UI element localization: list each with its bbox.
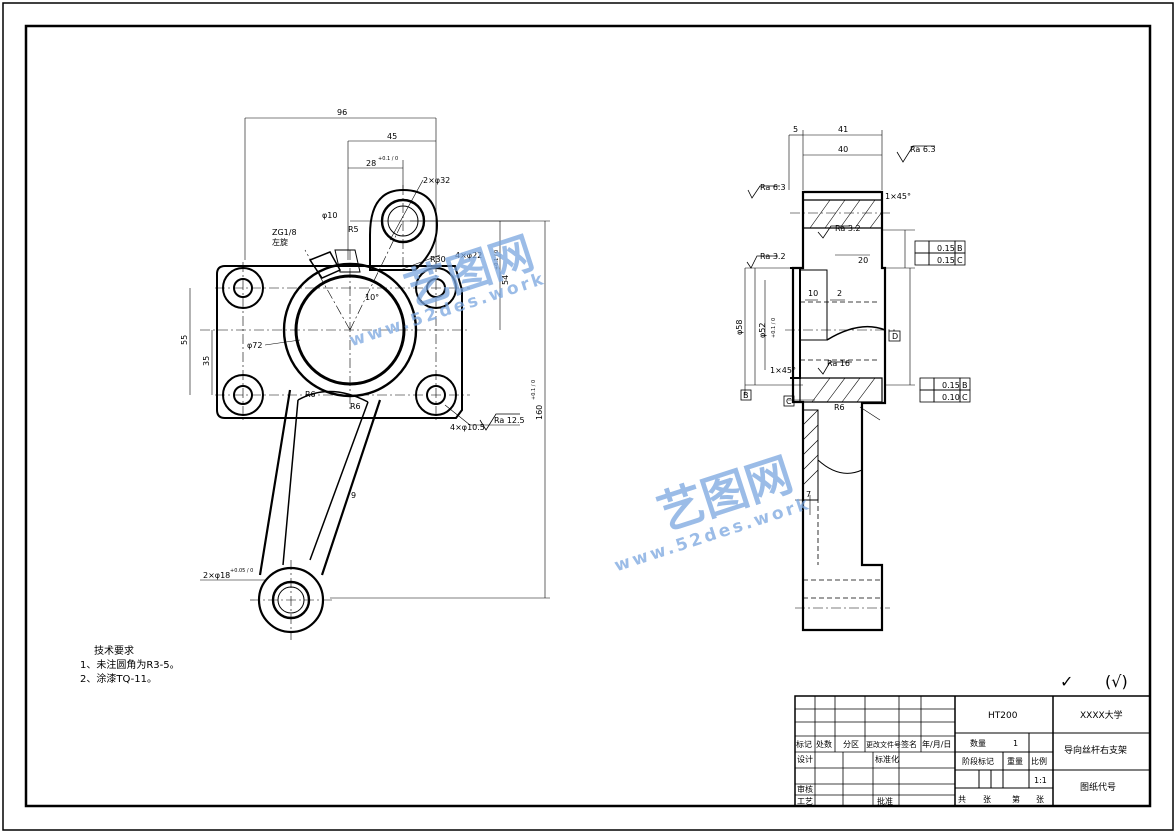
side-view [740,130,971,632]
dim-r6-left: R6 [305,390,316,399]
front-view [189,117,550,640]
dim-left-thread: 左旋 [272,237,288,247]
header-sign: 签名 [901,740,917,749]
row-approve: 批准 [877,797,893,806]
tech-requirements: 技术要求 1、未注圆角为R3-5。 2、涂漆TQ-11。 [80,645,180,687]
row-std: 标准化 [875,755,899,764]
dim-ra16: Ra 16 [827,359,850,368]
dim-160: 160 [535,405,544,420]
inner-frame [24,24,1152,808]
dim-r5: R5 [348,225,359,234]
title-block-lines [794,695,1151,807]
dim-d52: φ52 [758,323,767,338]
dim-28-tol: +0.1 / 0 [378,156,398,162]
header-date: 年/月/日 [922,740,952,749]
tech-title: 技术要求 [94,646,134,657]
sheet-total: 共 [958,795,966,804]
dim-2x32: 2×φ32 [423,176,450,185]
dim-ra32-left: Ra 3.2 [760,252,786,261]
part-name: 导向丝杆右支架 [1064,746,1128,756]
tech-item: 2、涂漆TQ-11。 [80,674,157,685]
roughness-check-icon: ✓ [1060,672,1074,691]
header-doc: 更改文件号 [866,741,901,749]
tol-ref-c2: C [962,393,968,402]
dim-5: 5 [793,125,798,134]
dim-10: 10 [808,289,818,298]
dim-d10: φ10 [322,211,337,220]
side-outline [791,190,887,632]
tol-value-1: 0.15 [937,244,955,253]
dim-40: 40 [838,145,848,154]
datum-c: C [786,397,792,406]
dim-41: 41 [838,125,848,134]
dim-chamfer-top: 1×45° [885,192,911,201]
sheet-unit-1: 张 [983,795,991,804]
dim-4x105: 4×φ10.5 [450,423,485,432]
dim-45: 45 [387,132,397,141]
header-zone: 分区 [843,740,859,749]
dim-d52-tol: +0.1 / 0 [771,318,777,338]
header-qty: 数量 [970,739,986,748]
tol-value-3: 0.15 [942,381,960,390]
tol-ref-b2: B [962,381,968,390]
dim-d72: φ72 [247,341,262,350]
dim-ra63-top: Ra 6.3 [910,145,936,154]
dim-2: 2 [837,289,842,298]
dim-chamfer-bottom: 1×45° [770,366,796,375]
dim-ra32-mid: Ra 3.2 [835,224,861,233]
dim-d58: φ58 [735,320,744,335]
tol-value-4: 0.10 [942,393,960,402]
dim-7: 7 [806,490,811,499]
tol-ref-b: B [957,244,963,253]
material: HT200 [988,711,1018,721]
header-mark: 标记 [796,740,812,749]
dim-zg18: ZG1/8 [272,228,297,237]
header-count: 处数 [816,740,832,749]
dim-4x22: 4×φ22 [455,251,482,260]
sheet-unit-2: 张 [1036,795,1044,804]
sheet-nth: 第 [1012,795,1020,804]
flange-outline [216,265,463,419]
dim-96: 96 [337,108,347,117]
dim-9: 9 [351,491,356,500]
dim-28-tol-alt: +0.1 / 0 [494,250,500,270]
dim-r30: R30 [430,255,446,264]
front-view-labels: 96 45 28 +0.1 / 0 2×φ32 φ10 R5 ZG1/8 左旋 … [180,108,544,580]
dim-28: 28 [366,159,376,168]
dim-r6-side: R6 [834,403,845,412]
tol-value-2: 0.15 [937,256,955,265]
datum-b: B [743,391,749,400]
roughness-note: (√) [1105,672,1128,691]
dim-ra63-left: Ra 6.3 [760,183,786,192]
dim-35: 35 [202,356,211,366]
qty-value: 1 [1013,739,1019,748]
top-boss [369,188,439,271]
arm-inner [282,399,369,566]
drawing-code: 图纸代号 [1080,783,1117,793]
dim-r6-right: R6 [350,402,361,411]
arm-outline [258,389,382,576]
header-stage: 阶段标记 [962,757,994,766]
row-check: 审核 [797,785,813,794]
datum-d: D [892,332,898,341]
dim-a10: 10° [365,293,379,302]
header-weight: 重量 [1007,757,1023,766]
dim-2x18: 2×φ18 [203,571,230,580]
school-name: XXXX大学 [1080,711,1123,721]
tol-ref-c: C [957,256,963,265]
row-design: 设计 [797,755,813,764]
header-scale: 比例 [1031,757,1047,766]
tech-item: 1、未注圆角为R3-5。 [80,660,180,671]
scale-value: 1:1 [1034,776,1047,785]
dim-55: 55 [180,335,189,345]
dim-ra125: Ra 12.5 [494,416,525,425]
dim-20: 20 [858,256,868,265]
side-view-labels: 5 41 40 Ra 6.3 Ra 6.3 1×45° Ra 3.2 Ra 3.… [735,125,968,499]
dim-160-tol: +0.1 / 0 [531,380,537,400]
dim-54: 54 [501,275,510,285]
dim-2x18-tol: +0.05 / 0 [230,568,253,574]
row-process: 工艺 [797,797,813,806]
